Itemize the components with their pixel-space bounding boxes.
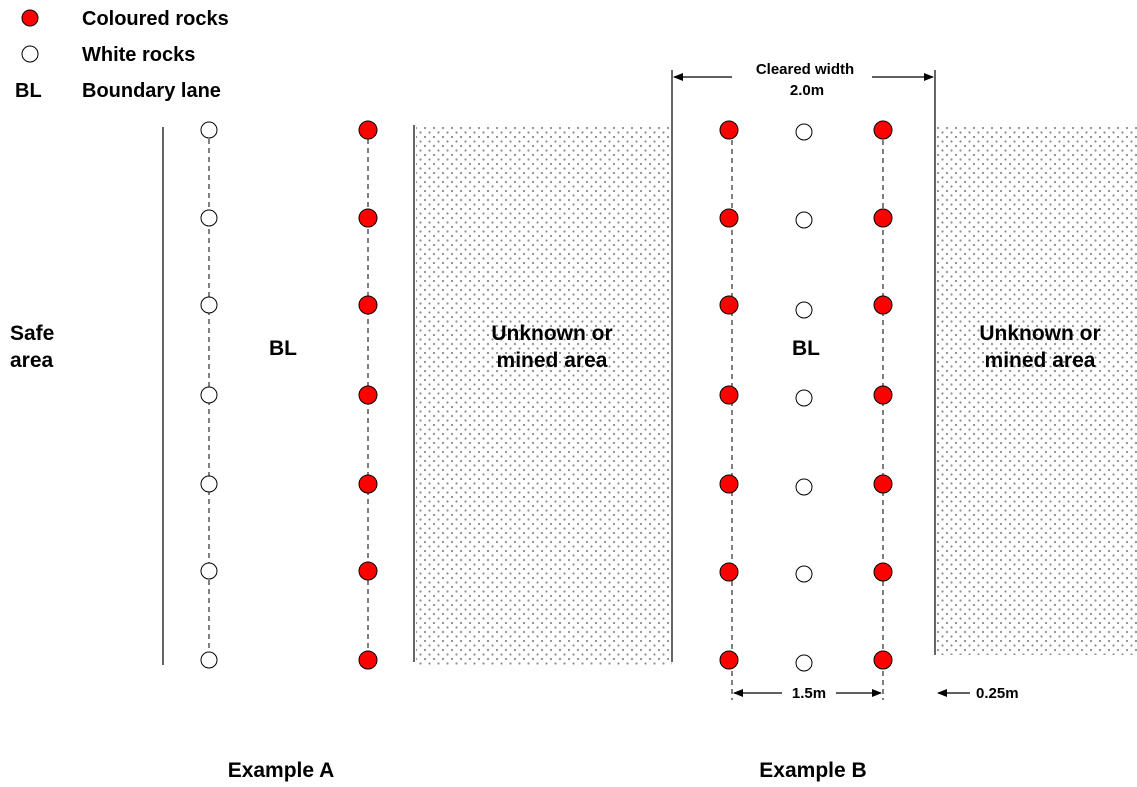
coloured-rock bbox=[358, 650, 378, 670]
white-rock bbox=[200, 562, 218, 580]
white-rock bbox=[795, 301, 813, 319]
white-rock-legend-icon bbox=[21, 45, 39, 63]
example-a: Safe area BL Unknown or mined area Examp… bbox=[10, 120, 672, 782]
white-rock bbox=[795, 654, 813, 672]
coloured-rock bbox=[873, 295, 893, 315]
legend-white-rocks-label: White rocks bbox=[82, 44, 195, 66]
offset-distance-label: 0.25m bbox=[976, 685, 1019, 702]
coloured-rock bbox=[719, 295, 739, 315]
white-rocks-a bbox=[200, 121, 218, 669]
mined-area-label-a-line2: mined area bbox=[497, 349, 608, 372]
white-rock bbox=[200, 651, 218, 669]
coloured-rock bbox=[719, 562, 739, 582]
inner-distance-label: 1.5m bbox=[792, 685, 826, 702]
coloured-rock bbox=[719, 650, 739, 670]
boundary-lane-label-b: BL bbox=[792, 337, 820, 360]
coloured-rock bbox=[719, 385, 739, 405]
legend-bl-symbol: BL bbox=[15, 80, 42, 102]
white-rock bbox=[795, 211, 813, 229]
example-a-caption: Example A bbox=[228, 759, 335, 782]
coloured-rock bbox=[873, 562, 893, 582]
white-rock bbox=[200, 475, 218, 493]
coloured-rock bbox=[358, 561, 378, 581]
coloured-rock bbox=[873, 650, 893, 670]
coloured-rock bbox=[719, 208, 739, 228]
example-b-caption: Example B bbox=[759, 759, 866, 782]
coloured-rocks-b-left bbox=[719, 120, 739, 670]
coloured-rock bbox=[358, 385, 378, 405]
white-rock bbox=[795, 389, 813, 407]
coloured-rock bbox=[873, 120, 893, 140]
white-rock bbox=[200, 386, 218, 404]
cleared-width-label-line2: 2.0m bbox=[790, 82, 824, 99]
white-rocks-b bbox=[795, 123, 813, 672]
coloured-rock bbox=[358, 208, 378, 228]
coloured-rocks-a bbox=[358, 120, 378, 670]
coloured-rock bbox=[873, 474, 893, 494]
mined-area-label-b-line2: mined area bbox=[985, 349, 1096, 372]
boundary-lane-label-a: BL bbox=[269, 337, 297, 360]
coloured-rock-legend-icon bbox=[21, 9, 39, 27]
mined-area-label-b-line1: Unknown or bbox=[979, 322, 1100, 345]
example-b: Cleared width 2.0m BL Unknown or mined a… bbox=[671, 61, 1137, 782]
white-rock bbox=[200, 296, 218, 314]
coloured-rock bbox=[358, 120, 378, 140]
white-rock bbox=[795, 478, 813, 496]
coloured-rock bbox=[719, 120, 739, 140]
safe-area-label-line1: Safe bbox=[10, 322, 54, 345]
mined-area-a bbox=[416, 125, 672, 665]
white-rock bbox=[795, 565, 813, 583]
safe-area-label-line2: area bbox=[10, 349, 54, 372]
coloured-rock bbox=[873, 208, 893, 228]
legend-coloured-rocks-label: Coloured rocks bbox=[82, 8, 229, 30]
cleared-width-label-line1: Cleared width bbox=[756, 61, 854, 78]
legend: Coloured rocks White rocks BL Boundary l… bbox=[15, 8, 229, 102]
mined-area-label-a-line1: Unknown or bbox=[491, 322, 612, 345]
coloured-rock bbox=[719, 474, 739, 494]
white-rock bbox=[795, 123, 813, 141]
coloured-rocks-b-right bbox=[873, 120, 893, 670]
coloured-rock bbox=[873, 385, 893, 405]
mined-area-b bbox=[937, 125, 1137, 655]
white-rock bbox=[200, 121, 218, 139]
coloured-rock bbox=[358, 474, 378, 494]
legend-boundary-lane-label: Boundary lane bbox=[82, 80, 221, 102]
coloured-rock bbox=[358, 295, 378, 315]
white-rock bbox=[200, 209, 218, 227]
